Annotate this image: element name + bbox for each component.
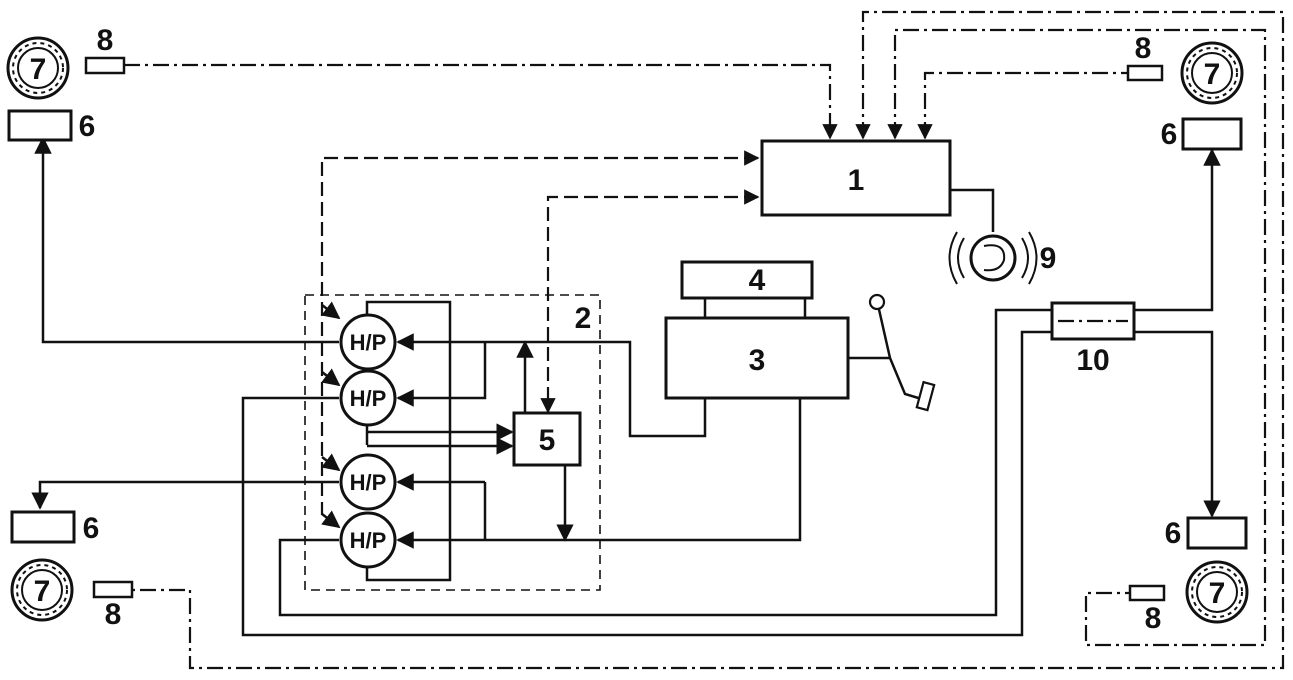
- control-lines: [320, 150, 760, 529]
- pressure-regulator: 10: [1050, 301, 1136, 377]
- wheel-label: 7: [30, 53, 47, 86]
- brake-rear-left: 6: [10, 510, 100, 545]
- pump-unit: 5: [512, 411, 582, 467]
- brake-booster-label: 4: [749, 264, 766, 297]
- sensor-rear-right: 8: [1128, 584, 1166, 635]
- hydraulic-lines: [31, 136, 1221, 637]
- valve-label: H/P: [350, 528, 387, 553]
- valve-label: H/P: [350, 386, 387, 411]
- brake-front-right: 6: [1161, 117, 1243, 151]
- hydraulic-unit-boundary: [304, 294, 601, 591]
- warning-lamp: 9: [948, 231, 1057, 285]
- valve-label: H/P: [350, 330, 387, 355]
- wheel-front-left: 7: [6, 36, 70, 100]
- brake-pedal: [868, 293, 936, 412]
- brake-label: 6: [1165, 517, 1182, 550]
- sensor-front-left: 8: [84, 24, 126, 75]
- wheel-rear-right: 7: [1185, 560, 1249, 624]
- wheel-front-right: 7: [1180, 41, 1244, 105]
- valve-rear-left: H/P: [339, 453, 397, 511]
- master-cylinder-label: 3: [749, 344, 766, 377]
- pressure-regulator-label: 10: [1076, 344, 1109, 377]
- wheel-label: 7: [34, 575, 51, 608]
- control-unit: 1: [760, 139, 952, 217]
- sensor-label: 8: [1135, 32, 1152, 65]
- sensor-signal-lines: [124, 10, 1285, 670]
- control-unit-label: 1: [848, 164, 865, 197]
- sensor-label: 8: [97, 24, 114, 57]
- valve-front-left: H/P: [339, 313, 397, 371]
- master-cylinder: 3: [664, 316, 850, 400]
- brake-booster: 4: [680, 260, 814, 300]
- valve-label: H/P: [350, 470, 387, 495]
- brake-label: 6: [79, 110, 96, 143]
- sensor-label: 8: [1145, 602, 1162, 635]
- brake-label: 6: [1161, 118, 1178, 151]
- warning-lamp-label: 9: [1040, 242, 1057, 275]
- brake-label: 6: [83, 512, 100, 545]
- valve-rear-right: H/P: [339, 511, 397, 569]
- pump-unit-label: 5: [539, 424, 556, 457]
- wheel-label: 7: [1209, 577, 1226, 610]
- wheel-label: 7: [1204, 58, 1221, 91]
- sensor-front-right: 8: [1126, 32, 1164, 82]
- brake-front-left: 6: [7, 109, 96, 143]
- brake-rear-right: 6: [1165, 516, 1248, 550]
- valve-front-right: H/P: [339, 369, 397, 427]
- hydraulic-unit-label: 2: [575, 302, 592, 335]
- sensor-label: 8: [105, 598, 122, 631]
- wheel-rear-left: 7: [10, 558, 74, 622]
- sensor-rear-left: 8: [92, 580, 134, 631]
